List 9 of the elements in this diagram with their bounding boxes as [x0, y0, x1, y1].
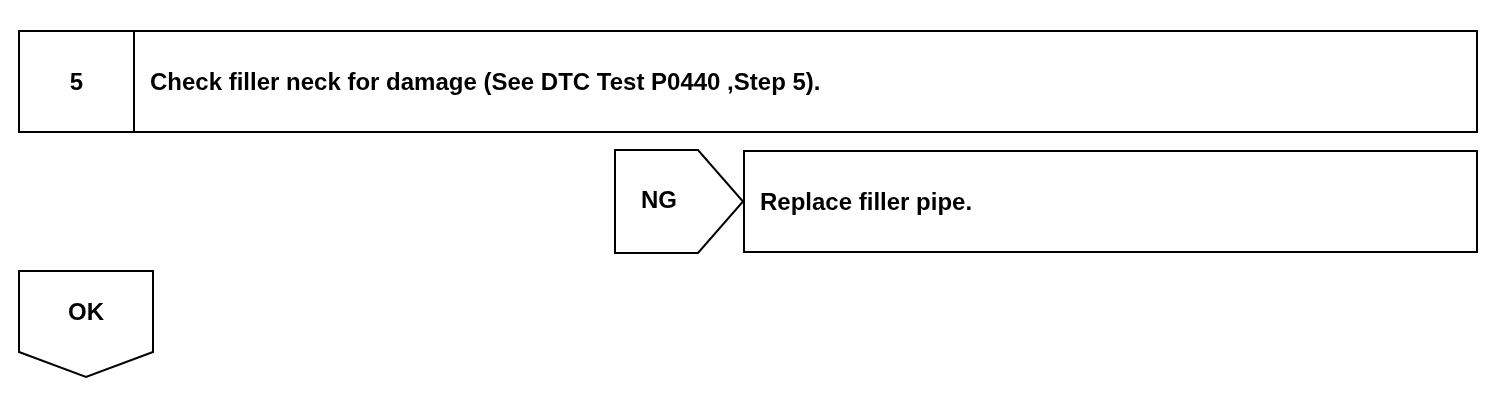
edge-label: NG [640, 186, 678, 214]
result-label: OK [67, 298, 105, 326]
action-box [743, 150, 1478, 253]
arrow [614, 149, 745, 254]
step-box [18, 30, 1478, 133]
step-instruction: Check filler neck for damage (See DTC Test P0440 ,Step 5). [150, 68, 821, 96]
step-number: 5 [68, 68, 85, 96]
result-chevron [18, 270, 154, 378]
action-text: Replace filler pipe. [760, 188, 973, 216]
